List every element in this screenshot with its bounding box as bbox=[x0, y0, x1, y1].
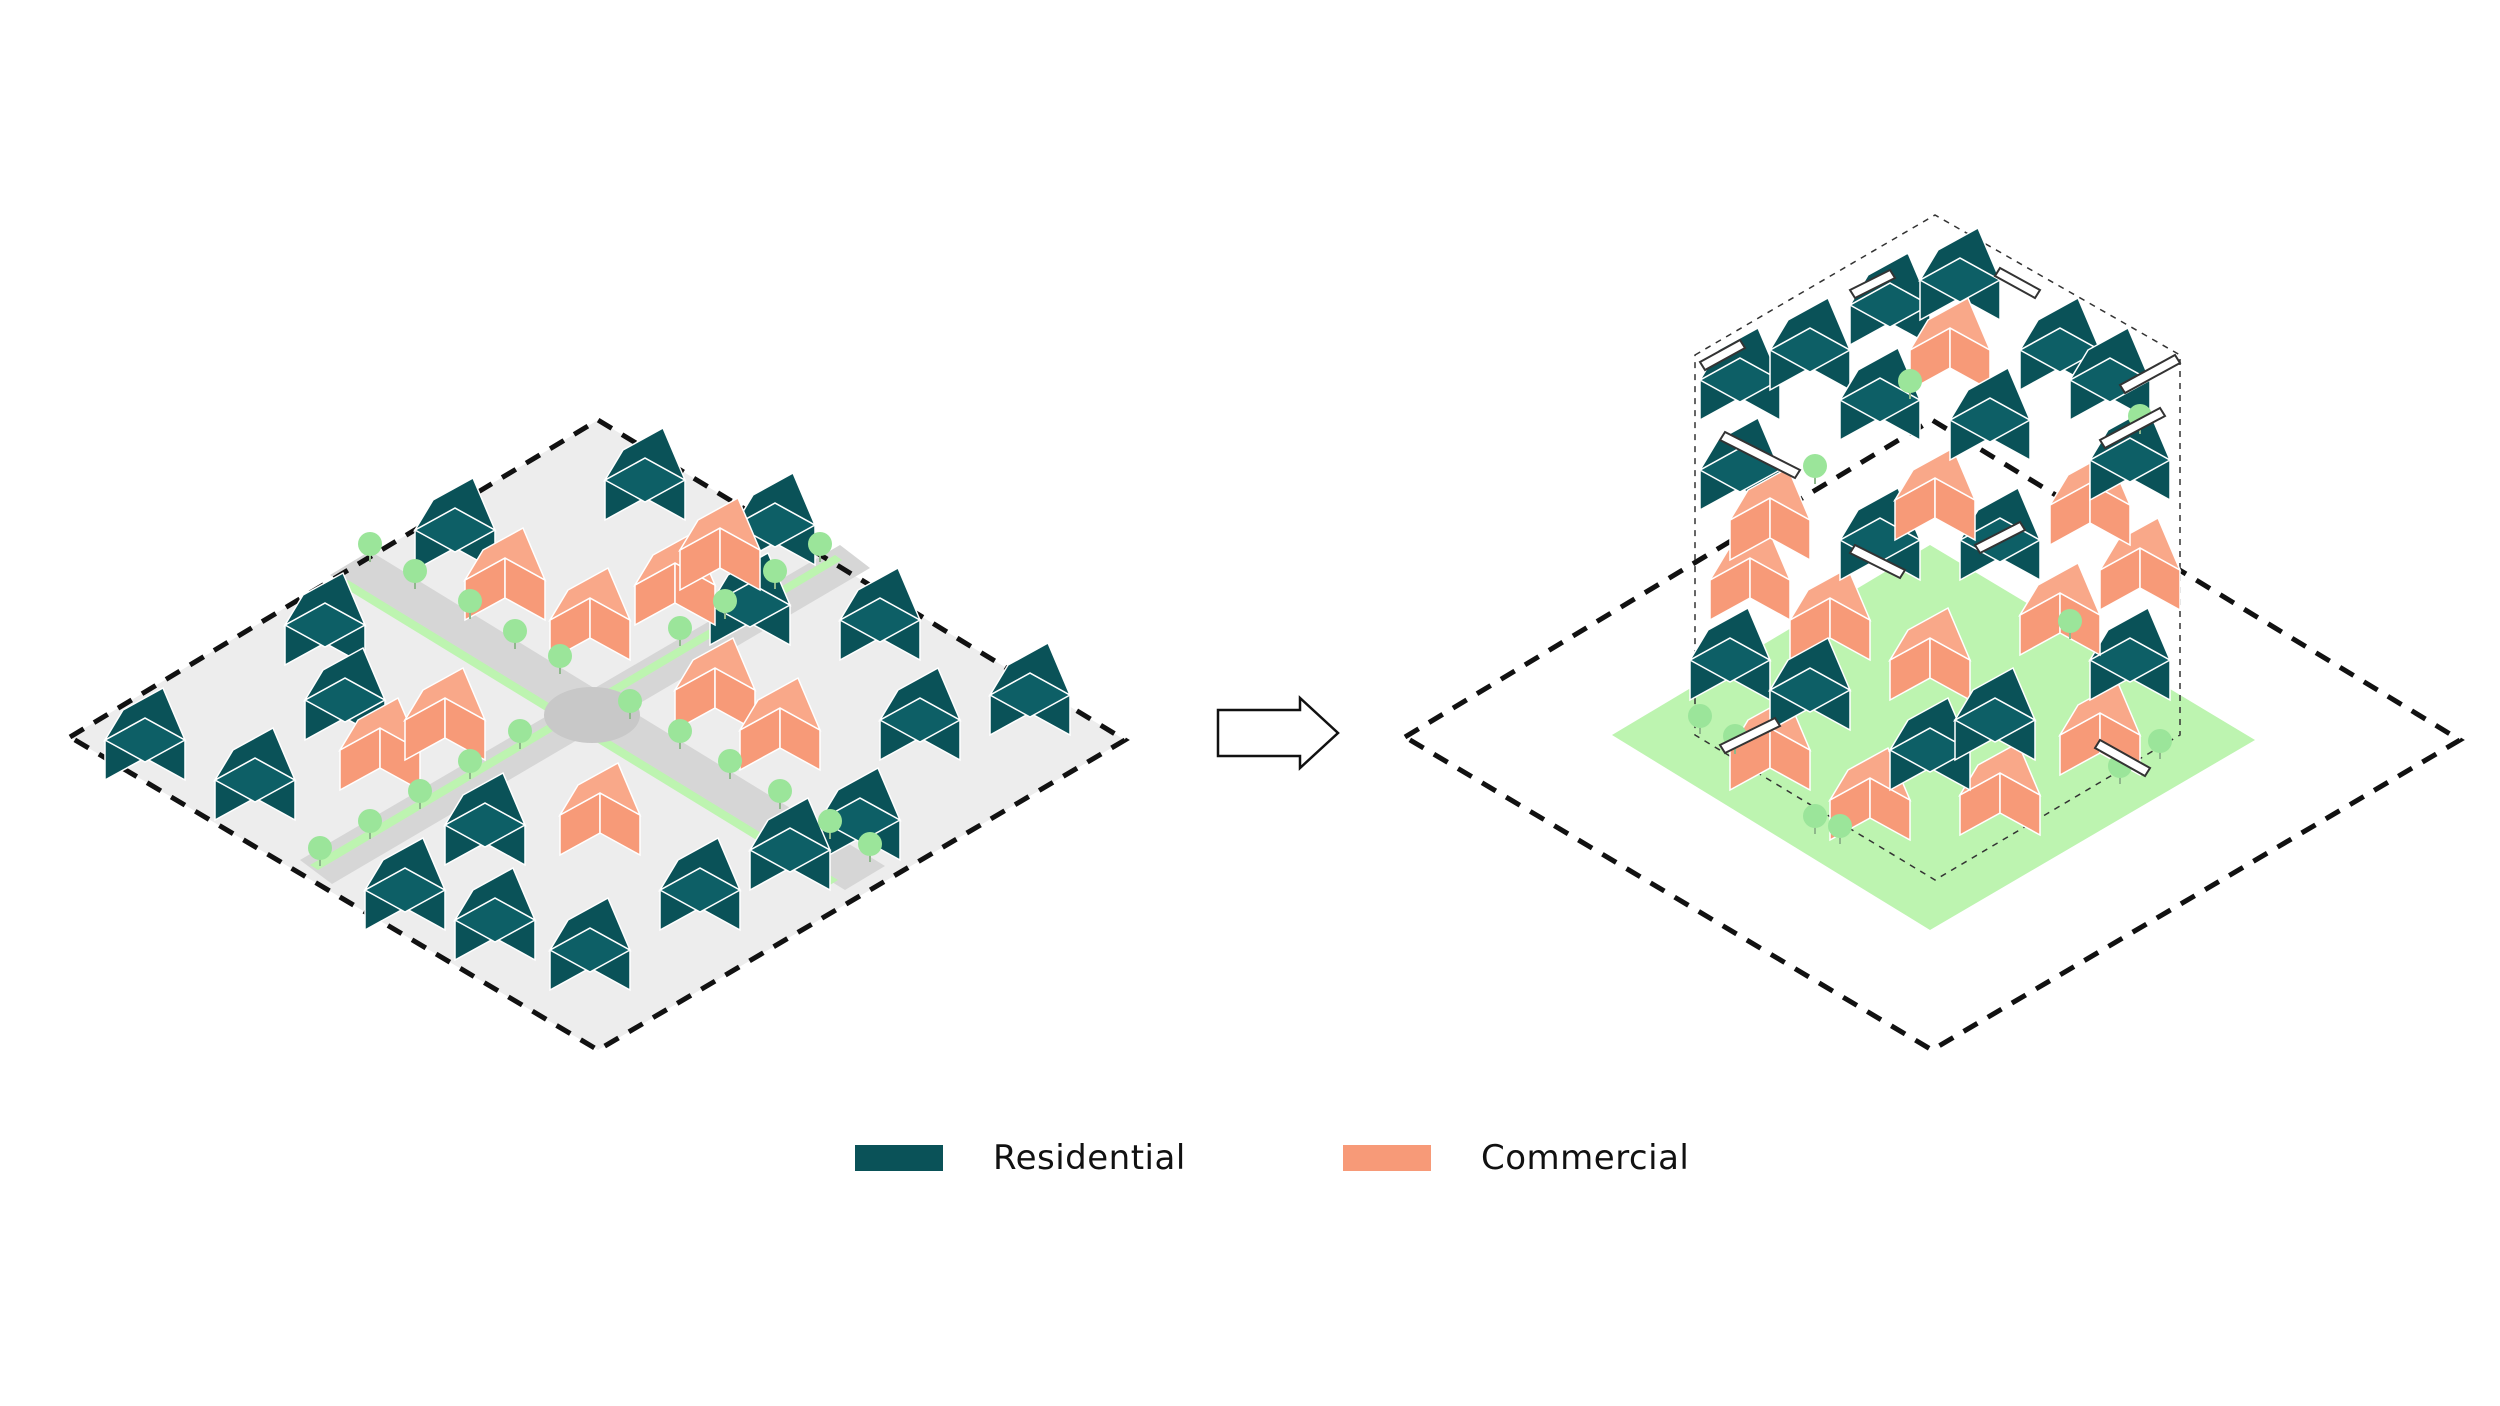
densified-block-diagram bbox=[1400, 214, 2465, 1053]
legend-label-residential: Residential bbox=[993, 1138, 1186, 1178]
legend-item-residential: Residential bbox=[855, 1128, 1186, 1188]
layer-4 bbox=[1699, 227, 2151, 461]
site-boundary bbox=[65, 417, 1130, 1053]
legend-item-commercial: Commercial bbox=[1343, 1128, 1689, 1188]
commercial-swatch bbox=[1343, 1145, 1431, 1171]
legend-label-commercial: Commercial bbox=[1481, 1138, 1690, 1178]
stack-volume-outline bbox=[1694, 214, 2181, 881]
residential-swatch bbox=[855, 1145, 943, 1171]
right-arrow-icon bbox=[1216, 695, 1340, 771]
roundabout bbox=[544, 687, 640, 743]
existing-neighbourhood-diagram bbox=[65, 417, 1130, 1053]
site-boundary bbox=[1400, 417, 2465, 1053]
double-headed-arrow-icon bbox=[1698, 266, 2182, 778]
